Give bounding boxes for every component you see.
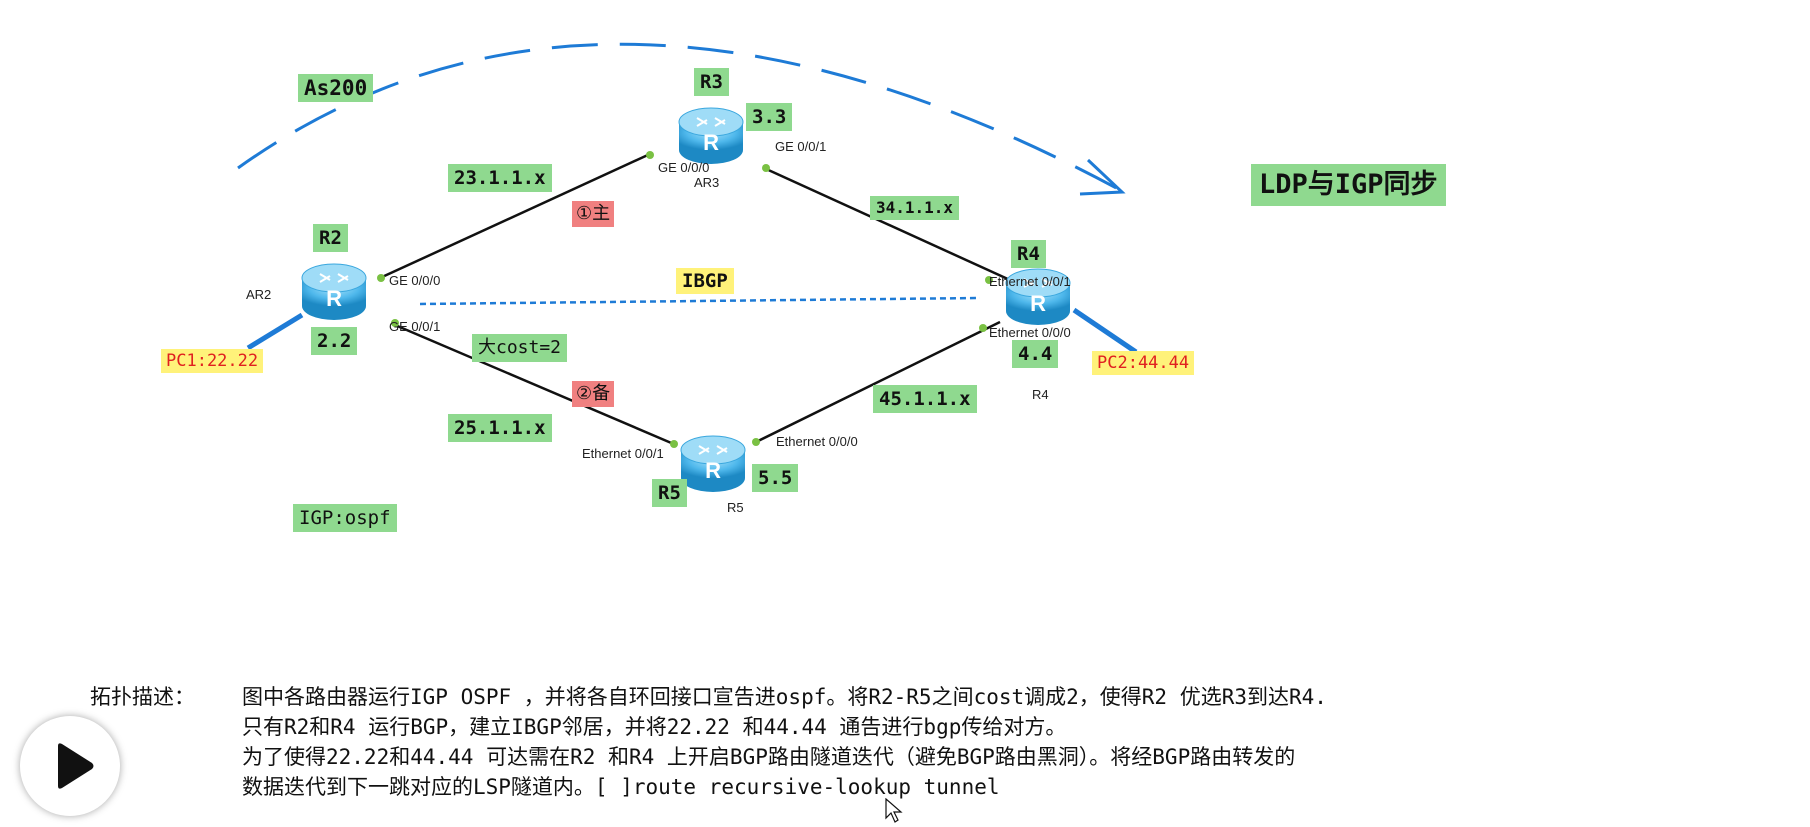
r2-if-top: GE 0/0/0 xyxy=(389,273,441,288)
link-r2-r5 xyxy=(394,323,677,447)
r5-if-left: Ethernet 0/0/1 xyxy=(582,446,664,461)
r5-name: R5 xyxy=(652,479,687,507)
link-r3-r4-label: 34.1.1.x xyxy=(870,196,960,220)
link-r2-r3-label: 23.1.1.x xyxy=(448,164,552,192)
r3-if-right: GE 0/0/1 xyxy=(775,139,827,154)
r4-model: R4 xyxy=(1032,387,1049,402)
r2-name: R2 xyxy=(313,224,348,252)
r3-name: R3 xyxy=(694,68,729,96)
r5-if-right: Ethernet 0/0/0 xyxy=(776,434,858,449)
link-r3-r4 xyxy=(763,166,1011,282)
r3-if-left: GE 0/0/0 xyxy=(658,160,710,175)
r3-model: AR3 xyxy=(694,175,720,190)
description-line-2: 只有R2和R4 运行BGP，建立IBGP邻居，并将22.22 和44.44 通告… xyxy=(242,715,1067,739)
description-line-1: 图中各路由器运行IGP OSPF ，并将各自环回接口宣告进ospf。将R2-R5… xyxy=(242,685,1327,709)
link-r5-r4-label: 45.1.1.x xyxy=(873,385,977,413)
backup-path-label: ②备 xyxy=(572,381,615,407)
play-button[interactable] xyxy=(20,716,120,816)
r4-if-bottom: Ethernet 0/0/0 xyxy=(989,325,1071,340)
page-title: LDP与IGP同步 xyxy=(1251,164,1446,206)
pc2-label: PC2:44.44 xyxy=(1092,351,1195,375)
router-r2-icon[interactable] xyxy=(301,263,367,321)
ibgp-label: IBGP xyxy=(676,268,734,294)
interface-dots xyxy=(377,151,993,448)
play-icon xyxy=(58,743,94,789)
r2-loopback: 2.2 xyxy=(311,327,358,355)
arc-arrowhead xyxy=(1079,158,1126,196)
r4-if-top: Ethernet 0/0/1 xyxy=(989,274,1071,289)
as-label: As200 xyxy=(298,74,374,102)
link-pc1 xyxy=(246,312,304,351)
r4-name: R4 xyxy=(1011,240,1046,268)
igp-label: IGP:ospf xyxy=(293,504,397,532)
r5-model: R5 xyxy=(727,500,744,515)
router-r5-icon[interactable] xyxy=(680,435,746,493)
mouse-cursor-icon xyxy=(885,798,903,823)
description-line-3: 为了使得22.22和44.44 可达需在R2 和R4 上开启BGP路由隧道迭代（… xyxy=(242,745,1296,769)
r5-loopback: 5.5 xyxy=(752,464,799,492)
r2-model: AR2 xyxy=(246,287,272,302)
description-prefix: 拓扑描述： xyxy=(90,685,195,709)
cost-label: 大cost=2 xyxy=(472,334,568,362)
as-arc xyxy=(237,42,1121,192)
r4-loopback: 4.4 xyxy=(1012,340,1059,368)
ibgp-session-line xyxy=(419,296,981,306)
pc1-label: PC1:22.22 xyxy=(161,349,264,373)
primary-path-label: ①主 xyxy=(572,201,615,227)
description-line-4: 数据迭代到下一跳对应的LSP隧道内。[ ]route recursive-loo… xyxy=(242,775,1000,799)
link-r2-r5-label: 25.1.1.x xyxy=(448,414,552,442)
link-r2-r3 xyxy=(379,152,651,280)
link-pc2 xyxy=(1072,307,1138,355)
r2-if-bottom: GE 0/0/1 xyxy=(389,319,441,334)
link-r5-r4 xyxy=(753,320,1001,445)
r3-loopback: 3.3 xyxy=(746,103,793,131)
router-r3-icon[interactable] xyxy=(678,107,744,165)
